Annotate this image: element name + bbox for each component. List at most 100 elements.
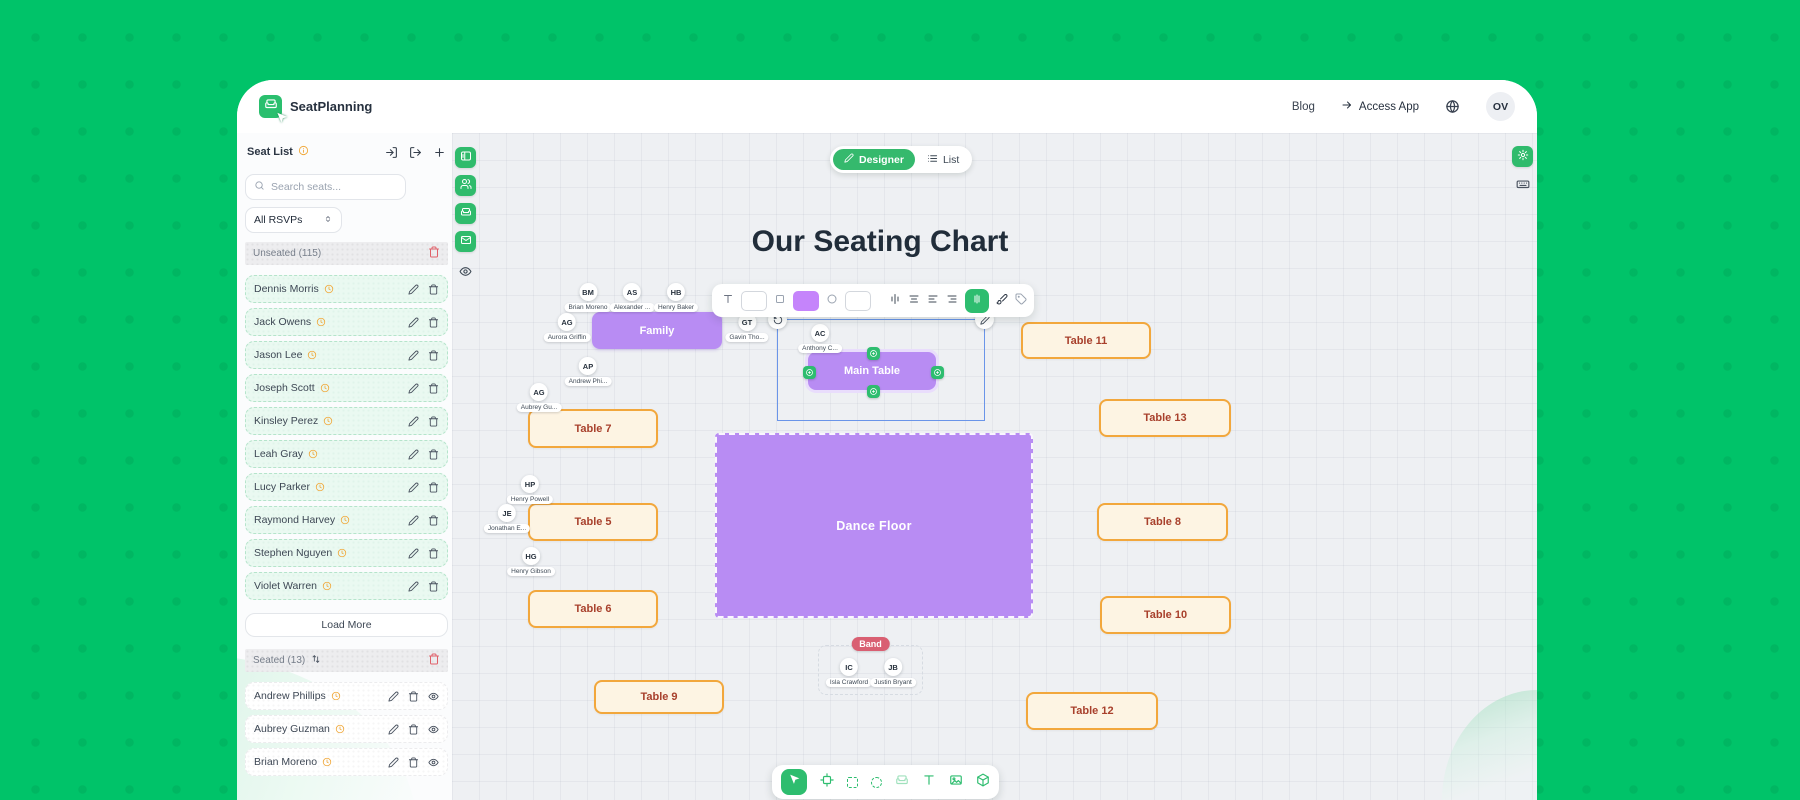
nav-blog-link[interactable]: Blog: [1291, 100, 1315, 113]
rsvp-filter-dropdown[interactable]: All RSVPs: [245, 207, 342, 233]
import-guests-icon[interactable]: [385, 146, 398, 159]
object-tool[interactable]: [976, 773, 990, 792]
add-guest-icon[interactable]: [433, 146, 446, 159]
unseated-guest-row[interactable]: Raymond Harvey: [245, 506, 448, 534]
search-seats-field[interactable]: [245, 174, 406, 200]
keyboard-shortcuts-button[interactable]: [1516, 177, 1530, 196]
delete-guest-icon[interactable]: [408, 756, 419, 768]
add-seat-top-handle[interactable]: [866, 346, 880, 360]
edit-guest-icon[interactable]: [408, 482, 419, 493]
edit-guest-icon[interactable]: [408, 449, 419, 460]
border-color-swatch[interactable]: [845, 290, 871, 311]
unseated-guest-row[interactable]: Stephen Nguyen: [245, 539, 448, 567]
table-element[interactable]: Table 8: [1097, 503, 1228, 541]
language-globe-icon[interactable]: [1445, 99, 1460, 114]
view-guest-icon[interactable]: [428, 757, 439, 768]
unseated-guest-row[interactable]: Kinsley Perez: [245, 407, 448, 435]
view-guest-icon[interactable]: [428, 724, 439, 735]
preview-button[interactable]: [455, 265, 476, 283]
delete-guest-icon[interactable]: [428, 448, 439, 460]
distribute-icon[interactable]: [889, 292, 901, 310]
edit-guest-icon[interactable]: [408, 515, 419, 526]
band-zone[interactable]: Band: [818, 637, 923, 695]
seated-guest-row[interactable]: Brian Moreno: [245, 748, 448, 776]
table-element[interactable]: Table 9: [594, 680, 724, 714]
delete-guest-icon[interactable]: [428, 382, 439, 394]
delete-guest-icon[interactable]: [428, 283, 439, 295]
text-color-icon[interactable]: [722, 292, 734, 310]
invitations-button[interactable]: [455, 231, 476, 252]
text-color-swatch[interactable]: [741, 290, 767, 311]
guests-button[interactable]: [455, 175, 476, 196]
edit-guest-icon[interactable]: [408, 548, 419, 559]
delete-guest-icon[interactable]: [428, 514, 439, 526]
delete-guest-icon[interactable]: [408, 723, 419, 735]
edit-guest-icon[interactable]: [408, 284, 419, 295]
border-color-icon[interactable]: [826, 292, 838, 310]
table-element[interactable]: Table 6: [528, 590, 658, 628]
select-tool[interactable]: [781, 769, 807, 795]
delete-guest-icon[interactable]: [428, 316, 439, 328]
user-avatar[interactable]: OV: [1486, 92, 1515, 121]
selection-box[interactable]: [768, 310, 994, 421]
seating-chart-canvas[interactable]: Designer List Our Seating Chart: [452, 133, 1537, 800]
table-element[interactable]: Table 10: [1100, 596, 1231, 634]
search-input[interactable]: [271, 181, 397, 193]
tab-list[interactable]: List: [917, 149, 969, 170]
delete-all-seated-icon[interactable]: [428, 653, 440, 668]
settings-button[interactable]: [1512, 146, 1533, 167]
align-left-icon[interactable]: [927, 292, 939, 310]
delete-all-unseated-icon[interactable]: [428, 246, 440, 261]
table-element[interactable]: Table 7: [528, 409, 658, 448]
edit-guest-icon[interactable]: [408, 383, 419, 394]
view-guest-icon[interactable]: [428, 691, 439, 702]
seats-button[interactable]: [455, 203, 476, 224]
table-element[interactable]: Main Table: [808, 352, 936, 390]
unseated-guest-row[interactable]: Leah Gray: [245, 440, 448, 468]
unseated-guest-row[interactable]: Violet Warren: [245, 572, 448, 600]
text-tool[interactable]: [922, 773, 936, 792]
add-seat-right-handle[interactable]: [930, 365, 944, 379]
export-guests-icon[interactable]: [409, 146, 422, 159]
center-horizontally-button[interactable]: [965, 288, 989, 313]
rectangle-tool[interactable]: [847, 776, 858, 788]
dance-floor-zone[interactable]: Dance Floor: [715, 433, 1033, 618]
unseated-guest-row[interactable]: Lucy Parker: [245, 473, 448, 501]
add-seat-left-handle[interactable]: [802, 365, 816, 379]
nav-access-app-link[interactable]: Access App: [1341, 99, 1419, 114]
image-tool[interactable]: [949, 773, 963, 792]
seated-guest-row[interactable]: Andrew Phillips: [245, 682, 448, 710]
table-element[interactable]: Table 12: [1026, 692, 1158, 730]
load-more-button[interactable]: Load More: [245, 613, 448, 637]
delete-guest-icon[interactable]: [408, 690, 419, 702]
edit-guest-icon[interactable]: [408, 350, 419, 361]
fill-color-swatch[interactable]: [793, 290, 819, 311]
unseated-guest-row[interactable]: Dennis Morris: [245, 275, 448, 303]
delete-guest-icon[interactable]: [428, 415, 439, 427]
tag-icon[interactable]: [1015, 292, 1027, 310]
style-brush-icon[interactable]: [996, 292, 1008, 310]
edit-guest-icon[interactable]: [388, 757, 399, 768]
delete-guest-icon[interactable]: [428, 349, 439, 361]
info-icon[interactable]: [298, 143, 309, 161]
unseated-guest-row[interactable]: Joseph Scott: [245, 374, 448, 402]
table-tool[interactable]: [820, 772, 834, 792]
align-right-icon[interactable]: [946, 292, 958, 310]
toggle-sidebar-button[interactable]: [455, 147, 476, 168]
seated-guest-row[interactable]: Aubrey Guzman: [245, 715, 448, 743]
unseated-guest-row[interactable]: Jack Owens: [245, 308, 448, 336]
seat-tool[interactable]: [895, 773, 909, 792]
unseated-guest-row[interactable]: Jason Lee: [245, 341, 448, 369]
tab-designer[interactable]: Designer: [833, 149, 915, 170]
